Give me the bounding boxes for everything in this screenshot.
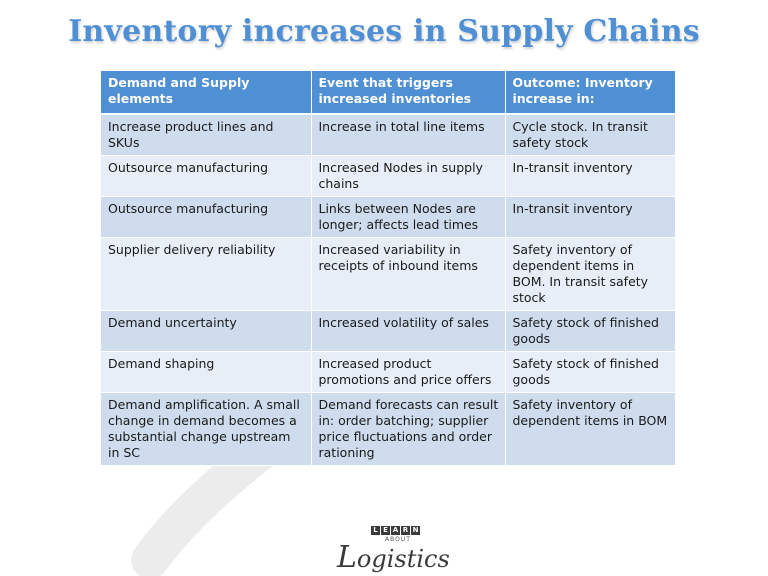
table-cell: Demand uncertainty bbox=[101, 310, 312, 352]
table-cell: Cycle stock. In transit safety stock bbox=[505, 114, 675, 156]
logo-wordmark: Logistics bbox=[337, 540, 450, 575]
table-row: Outsource manufacturing Links between No… bbox=[101, 196, 675, 238]
logo-tile: L bbox=[371, 526, 380, 535]
logo-tile: E bbox=[381, 526, 390, 535]
table-cell: Demand amplification. A small change in … bbox=[101, 392, 312, 466]
table-cell: Links between Nodes are longer; affects … bbox=[311, 196, 506, 238]
table-cell: Increase in total line items bbox=[311, 114, 506, 156]
table-cell: Increased volatility of sales bbox=[311, 310, 506, 352]
column-header-elements: Demand and Supply elements bbox=[101, 71, 312, 115]
table-cell: Safety inventory of dependent items in B… bbox=[505, 237, 675, 311]
table-cell: Safety stock of finished goods bbox=[505, 351, 675, 393]
table-header-row: Demand and Supply elements Event that tr… bbox=[101, 71, 675, 115]
table-cell: Outsource manufacturing bbox=[101, 196, 312, 238]
logo-tile: A bbox=[391, 526, 400, 535]
logo-about-text: ABOUT bbox=[385, 536, 411, 543]
inventory-table: Demand and Supply elements Event that tr… bbox=[101, 71, 675, 466]
table-cell: Safety inventory of dependent items in B… bbox=[505, 392, 675, 466]
table-cell: Demand shaping bbox=[101, 351, 312, 393]
logo-initial: L bbox=[337, 540, 357, 575]
logo-letter-tiles: L E A R N bbox=[371, 526, 420, 535]
page-title: Inventory increases in Supply Chains bbox=[68, 14, 700, 49]
table-cell: Supplier delivery reliability bbox=[101, 237, 312, 311]
logo-word-rest: ogistics bbox=[356, 545, 450, 573]
table-cell: Increase product lines and SKUs bbox=[101, 114, 312, 156]
table-cell: Outsource manufacturing bbox=[101, 155, 312, 197]
table-cell: In-transit inventory bbox=[505, 196, 675, 238]
learn-about-logistics-logo: L E A R N ABOUT Logistics bbox=[333, 526, 450, 575]
table-cell: Safety stock of finished goods bbox=[505, 310, 675, 352]
table-row: Demand uncertainty Increased volatility … bbox=[101, 310, 675, 352]
table-cell: Increased product promotions and price o… bbox=[311, 351, 506, 393]
table-row: Supplier delivery reliability Increased … bbox=[101, 237, 675, 311]
table-row: Outsource manufacturing Increased Nodes … bbox=[101, 155, 675, 197]
table-row: Increase product lines and SKUs Increase… bbox=[101, 114, 675, 156]
table-row: Demand amplification. A small change in … bbox=[101, 392, 675, 466]
table-cell: In-transit inventory bbox=[505, 155, 675, 197]
logo-tile: R bbox=[401, 526, 410, 535]
table-cell: Increased Nodes in supply chains bbox=[311, 155, 506, 197]
column-header-event: Event that triggers increased inventorie… bbox=[311, 71, 506, 115]
table-cell: Increased variability in receipts of inb… bbox=[311, 237, 506, 311]
table-row: Demand shaping Increased product promoti… bbox=[101, 351, 675, 393]
logo-tile: N bbox=[411, 526, 420, 535]
table-cell: Demand forecasts can result in: order ba… bbox=[311, 392, 506, 466]
column-header-outcome: Outcome: Inventory increase in: bbox=[505, 71, 675, 115]
